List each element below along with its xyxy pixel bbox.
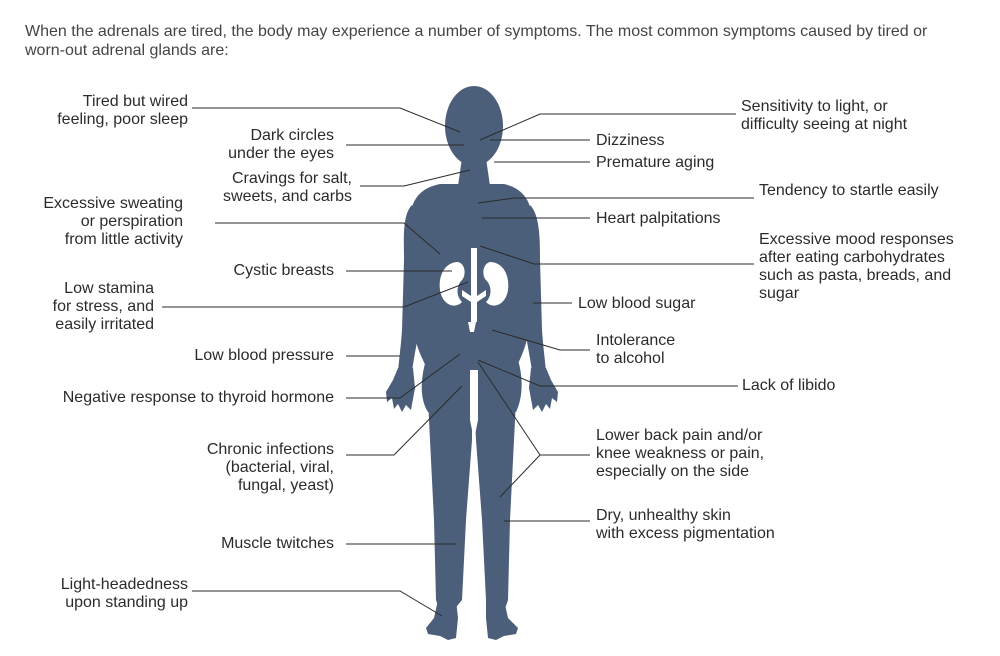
label-premature-aging: Premature aging [596,154,715,171]
label-cystic-breasts: Cystic breasts [233,262,334,279]
label-heart-palpitations: Heart palpitations [596,210,721,227]
label-infections: Chronic infections (bacterial, viral, fu… [206,441,334,494]
leg-gap [470,370,478,440]
label-cravings: Cravings for salt, sweets, and carbs [223,170,352,205]
kidneys-icon [439,248,509,332]
label-low-blood-sugar: Low blood sugar [578,295,696,312]
label-dry-skin: Dry, unhealthy skin with excess pigmenta… [596,507,775,542]
label-sweating: Excessive sweating or perspiration from … [43,195,183,248]
leader-lines [162,107,754,617]
label-low-stamina: Low stamina for stress, and easily irrit… [52,280,154,333]
label-tired-wired: Tired but wired feeling, poor sleep [57,93,188,128]
label-low-blood-pressure: Low blood pressure [194,347,334,364]
label-dark-circles: Dark circles under the eyes [228,127,334,162]
label-dizziness: Dizziness [596,132,665,149]
label-mood-responses: Excessive mood responses after eating ca… [759,231,954,302]
label-muscle-twitches: Muscle twitches [221,535,334,552]
intro-text: When the adrenals are tired, the body ma… [25,23,928,59]
label-startle: Tendency to startle easily [759,182,939,199]
label-thyroid: Negative response to thyroid hormone [62,389,334,406]
label-light-sensitivity: Sensitivity to light, or difficulty seei… [741,98,908,133]
label-libido: Lack of libido [742,377,836,394]
label-lightheaded: Light-headedness upon standing up [60,576,188,611]
label-back-pain: Lower back pain and/or knee weakness or … [596,427,765,480]
body-silhouette [386,86,558,640]
label-alcohol: Intolerance to alcohol [596,332,676,367]
